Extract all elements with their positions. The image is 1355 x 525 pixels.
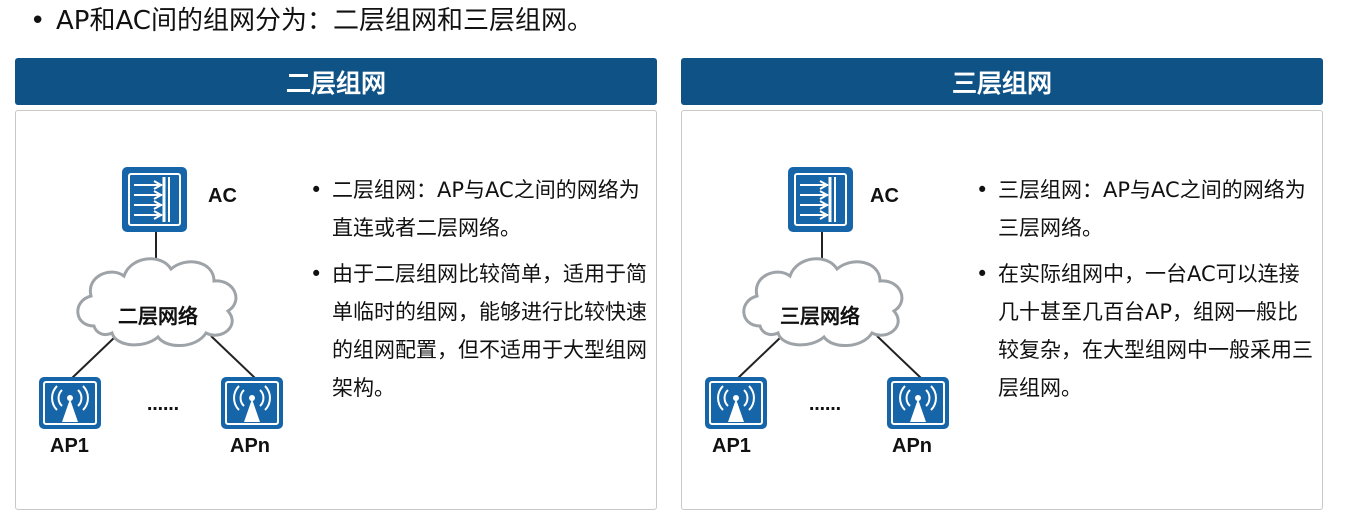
note-item: • 三层组网：AP与AC之间的网络为三层网络。 bbox=[976, 171, 1316, 247]
cloud-icon bbox=[76, 257, 238, 347]
intro-line: • AP和AC间的组网分为：二层组网和三层组网。 bbox=[30, 4, 593, 38]
panel-title: 二层组网 bbox=[15, 58, 657, 105]
ap1-label: AP1 bbox=[50, 435, 89, 457]
note-item: • 二层组网：AP与AC之间的网络为直连或者二层网络。 bbox=[310, 171, 650, 247]
notes-list: • 二层组网：AP与AC之间的网络为直连或者二层网络。 • 由于二层组网比较简单… bbox=[310, 171, 650, 415]
ap-left-icon bbox=[705, 377, 767, 429]
notes-list: • 三层组网：AP与AC之间的网络为三层网络。 • 在实际组网中，一台AC可以连… bbox=[976, 171, 1316, 415]
cloud-label: 二层网络 bbox=[118, 306, 198, 328]
note-text: 三层组网：AP与AC之间的网络为三层网络。 bbox=[998, 178, 1306, 240]
note-bullet: • bbox=[310, 178, 323, 202]
panel-layer3: 三层组网 bbox=[681, 58, 1323, 510]
note-item: • 由于二层组网比较简单，适用于简单临时的组网，能够进行比较快速的组网配置，但不… bbox=[310, 255, 650, 407]
panel-title: 三层组网 bbox=[681, 58, 1323, 105]
note-bullet: • bbox=[310, 262, 323, 286]
intro-text: AP和AC间的组网分为：二层组网和三层组网。 bbox=[56, 6, 593, 36]
panel-body: AC 二层网络 …… AP1 APn • 二层组网：AP与AC之间的网络为直连或… bbox=[15, 110, 657, 510]
note-text: 在实际组网中，一台AC可以连接几十甚至几百台AP，组网一般比较复杂，在大型组网中… bbox=[998, 262, 1313, 400]
topology-diagram: AC 三层网络 …… AP1 APn bbox=[682, 111, 982, 509]
apn-label: APn bbox=[230, 435, 270, 457]
ellipsis: …… bbox=[147, 395, 179, 414]
note-bullet: • bbox=[976, 262, 989, 286]
note-text: 二层组网：AP与AC之间的网络为直连或者二层网络。 bbox=[332, 178, 640, 240]
ap1-label: AP1 bbox=[712, 435, 751, 457]
ap-right-icon bbox=[221, 377, 283, 429]
ac-label: AC bbox=[208, 185, 237, 207]
note-bullet: • bbox=[976, 178, 989, 202]
apn-label: APn bbox=[892, 435, 932, 457]
intro-bullet: • bbox=[30, 6, 46, 36]
ap-right-icon bbox=[887, 377, 949, 429]
cloud-label: 三层网络 bbox=[780, 306, 860, 328]
ellipsis: …… bbox=[809, 395, 841, 414]
note-text: 由于二层组网比较简单，适用于简单临时的组网，能够进行比较快速的组网配置，但不适用… bbox=[332, 262, 647, 400]
note-item: • 在实际组网中，一台AC可以连接几十甚至几百台AP，组网一般比较复杂，在大型组… bbox=[976, 255, 1316, 407]
panel-body: AC 三层网络 …… AP1 APn • 三层组网：AP与AC之间的网络为三层网… bbox=[681, 110, 1323, 510]
topology-diagram: AC 二层网络 …… AP1 APn bbox=[16, 111, 316, 509]
ac-label: AC bbox=[870, 185, 899, 207]
ac-switch-icon bbox=[122, 167, 187, 232]
ap-left-icon bbox=[39, 377, 101, 429]
panel-layer2: 二层组网 bbox=[15, 58, 657, 510]
ac-switch-icon bbox=[788, 167, 853, 232]
cloud-icon bbox=[742, 257, 904, 347]
